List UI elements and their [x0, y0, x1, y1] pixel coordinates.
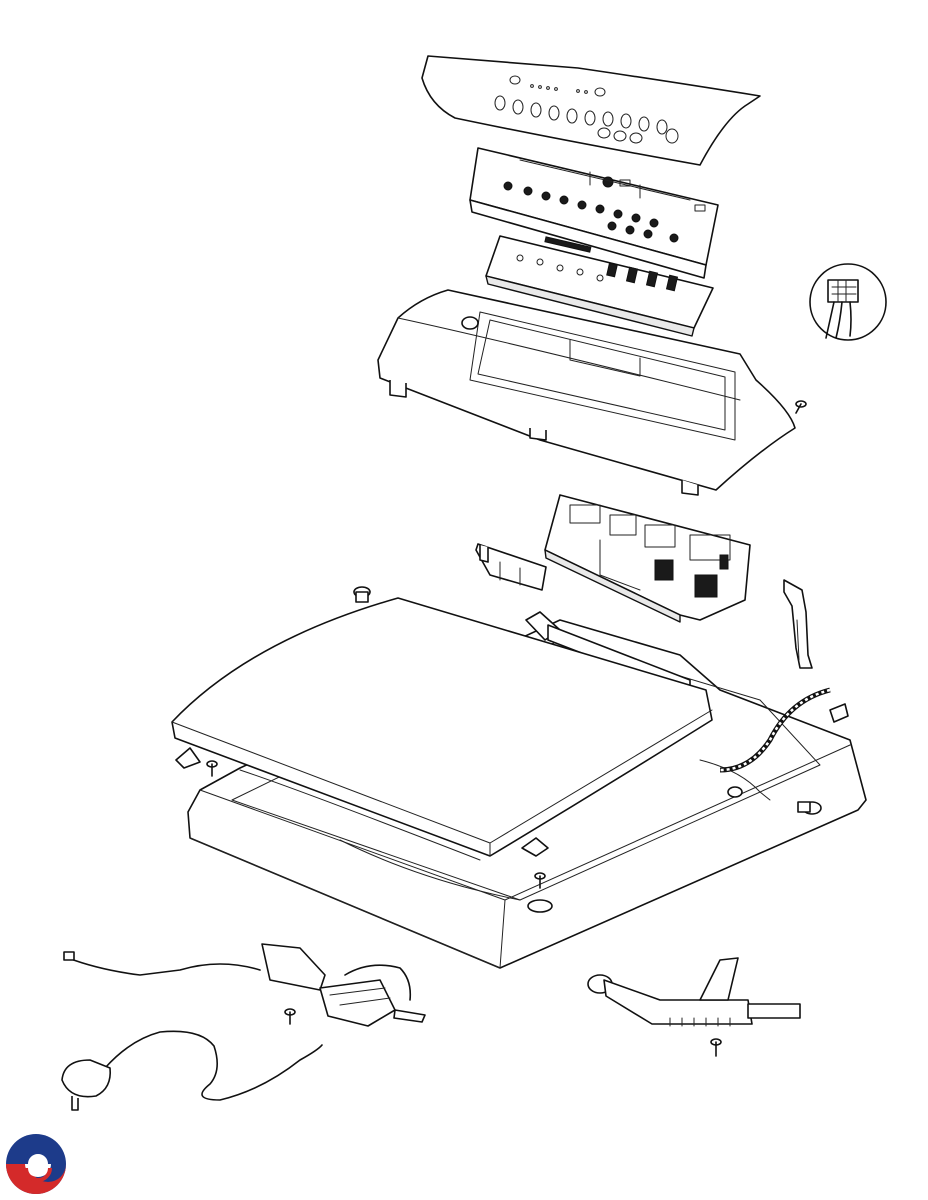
- lid-hinge-left: [175, 747, 218, 777]
- mains-filter: [63, 943, 426, 1027]
- lid-switch-bracket: [475, 543, 547, 591]
- main-control-module: [544, 494, 751, 623]
- control-panel-overlay: [421, 55, 761, 166]
- lid-hinge-bushing: [353, 586, 371, 603]
- rear-grommet: [797, 801, 822, 815]
- wiring-connector-detail: [809, 263, 887, 341]
- water-inlet-valve: [587, 957, 801, 1057]
- power-cord-plug: [61, 1030, 323, 1111]
- display-pcb: [485, 235, 714, 337]
- swirl-logo: [6, 1134, 66, 1194]
- lid-hinge-right: [521, 837, 549, 889]
- wiring-guide-bracket: [783, 579, 813, 669]
- control-panel-keypad: [469, 147, 719, 279]
- top-lid: [171, 597, 713, 861]
- console-screw: [795, 400, 807, 414]
- console-housing: [377, 289, 796, 496]
